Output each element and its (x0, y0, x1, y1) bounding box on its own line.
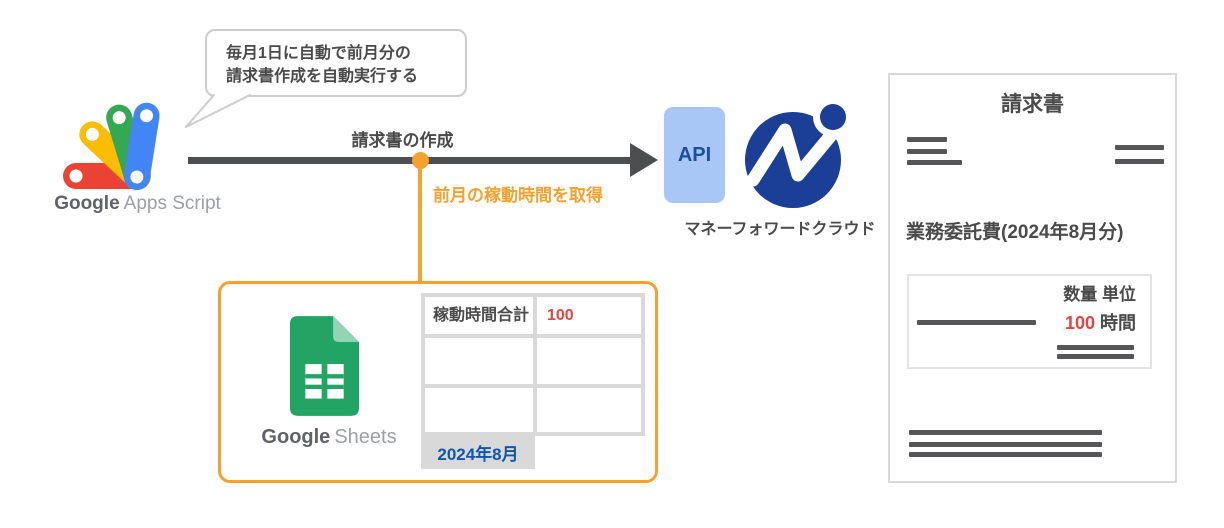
branch-connector-dot (412, 152, 429, 169)
sheet-cell-header: 稼動時間合計 (425, 297, 533, 334)
gas-label-google: Google (54, 193, 120, 214)
sheet-cell-value: 100 (537, 297, 641, 334)
moneyforward-caption: マネーフォワードクラウド (684, 221, 876, 238)
sheet-cell-empty (425, 338, 533, 384)
sheets-label-sheets: Sheets (334, 426, 397, 448)
placeholder-line (1057, 345, 1134, 350)
invoice-quantity-row: 100 時間 (1065, 309, 1136, 335)
placeholder-line (917, 320, 1036, 325)
invoice-title: 請求書 (1001, 93, 1064, 116)
callout-tail (185, 94, 251, 128)
placeholder-line (907, 149, 947, 154)
branch-label: 前月の稼動時間を取得 (433, 186, 603, 205)
moneyforward-logo-icon (745, 97, 853, 208)
invoice-line-item: 業務委託費(2024年8月分) (906, 222, 1124, 243)
invoice-table: 数量 単位 100 時間 (907, 274, 1152, 369)
callout-line1: 毎月1日に自動で前月分の (226, 45, 411, 62)
placeholder-line (909, 452, 1102, 457)
invoice-table-header: 数量 単位 (1063, 285, 1136, 304)
placeholder-line (1057, 354, 1134, 359)
sheet-table: 稼動時間合計 100 (421, 293, 645, 436)
branch-connector-line (418, 160, 422, 282)
flow-arrow-line (188, 157, 633, 164)
placeholder-line (1115, 145, 1164, 150)
api-badge: API (664, 107, 725, 203)
placeholder-line (1115, 159, 1164, 164)
arrow-label: 請求書の作成 (351, 131, 454, 150)
gas-label-apps-script: Apps Script (123, 193, 221, 214)
google-apps-script-icon (63, 102, 160, 190)
sheet-cell-empty (537, 388, 641, 432)
invoice-quantity: 100 (1064, 313, 1095, 333)
google-sheets-icon (290, 316, 359, 416)
placeholder-line (907, 160, 962, 165)
placeholder-line (909, 442, 1102, 447)
invoice-unit: 時間 (1100, 313, 1136, 333)
placeholder-line (907, 137, 947, 142)
sheet-cell-empty (425, 388, 533, 432)
sheet-cell-empty (537, 338, 641, 384)
flow-arrow-head-icon (630, 143, 658, 177)
callout-bubble: 毎月1日に自動で前月分の 請求書作成を自動実行する (205, 29, 467, 97)
sheets-label-google: Google (261, 426, 331, 448)
callout-line2: 請求書作成を自動実行する (226, 68, 419, 85)
invoice-document: 請求書 業務委託費(2024年8月分) 数量 単位 100 時間 (888, 73, 1177, 483)
sheet-tab: 2024年8月 (421, 436, 535, 469)
placeholder-line (909, 430, 1102, 435)
